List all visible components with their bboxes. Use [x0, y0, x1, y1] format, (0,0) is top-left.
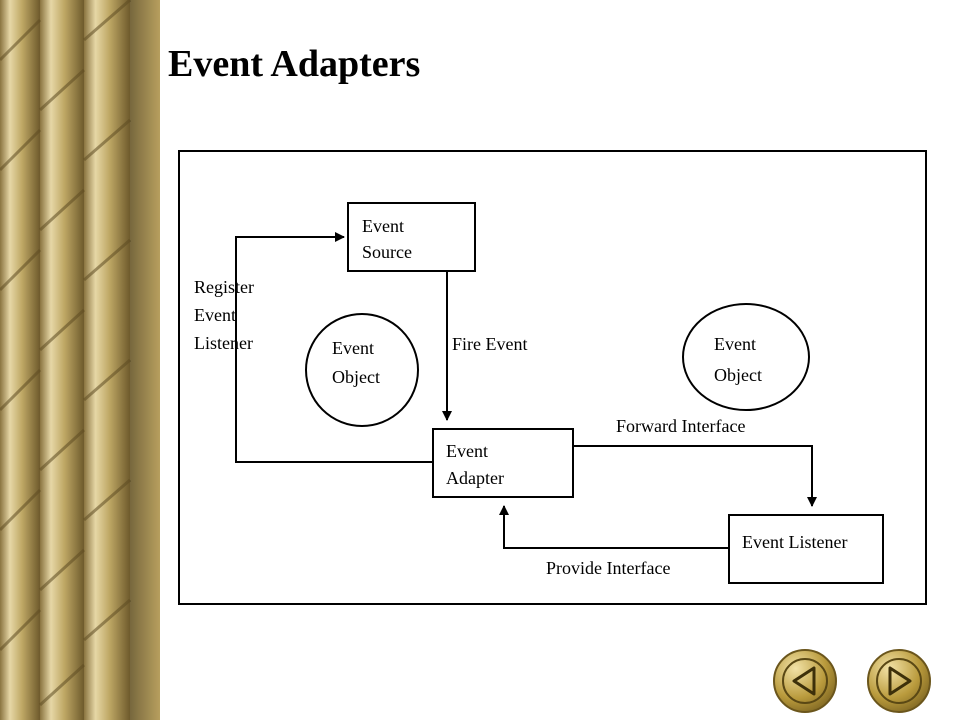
- edge-forward-interface-label: Forward Interface: [616, 416, 745, 436]
- node-event-adapter: Event Adapter: [432, 428, 574, 498]
- node-event-source: Event Source: [347, 202, 476, 272]
- triangle-left-icon: [773, 649, 837, 713]
- node-event-listener: Event Listener: [728, 514, 884, 584]
- node-event-object-left-line-2: Object: [332, 367, 380, 387]
- edge-forward-interface: [574, 445, 817, 507]
- node-event-object-left-line-1: Event: [332, 338, 374, 358]
- edge-provide-interface-label: Provide Interface: [546, 558, 670, 578]
- edge-register-label-line-1: Register: [194, 277, 254, 297]
- node-event-adapter-line-2: Adapter: [446, 468, 504, 488]
- node-event-object-left: Event Object: [305, 313, 419, 427]
- next-slide-button[interactable]: [866, 648, 932, 714]
- edge-fire-event-label: Fire Event: [452, 334, 527, 354]
- node-event-source-line-2: Source: [362, 242, 412, 262]
- edge-provide-interface: [499, 505, 729, 549]
- node-event-object-right-line-2: Object: [714, 365, 762, 385]
- node-event-object-right: Event Object: [682, 303, 810, 411]
- event-adapter-diagram: Event Source Event Adapter Event Listene…: [178, 150, 928, 607]
- triangle-right-icon: [867, 649, 931, 713]
- node-event-object-right-line-1: Event: [714, 334, 756, 354]
- slide-title: Event Adapters: [168, 43, 421, 85]
- edge-register-label-line-2: Event: [194, 305, 236, 325]
- node-event-adapter-line-1: Event: [446, 441, 488, 461]
- edge-register: [235, 232, 433, 463]
- previous-slide-button[interactable]: [772, 648, 838, 714]
- node-event-listener-label: Event Listener: [742, 532, 847, 552]
- decorative-side-panel: [0, 0, 160, 720]
- edge-register-label-line-3: Listener: [194, 333, 253, 353]
- node-event-source-line-1: Event: [362, 216, 404, 236]
